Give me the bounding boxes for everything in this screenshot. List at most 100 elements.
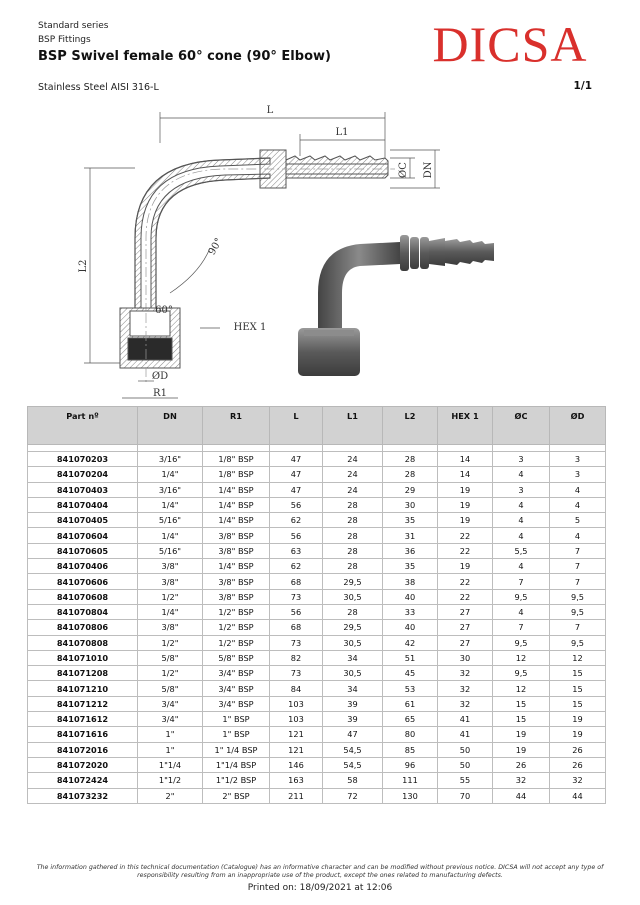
part-number-cell: 841070203	[27, 450, 138, 468]
table-cell: 22	[437, 527, 493, 544]
table-cell: 19	[437, 481, 493, 498]
table-cell: 26	[549, 741, 606, 758]
table-cell: 28	[322, 527, 383, 544]
part-number-cell: 841073232	[27, 787, 138, 804]
table-cell: 19	[437, 512, 493, 529]
dim-C: ØC	[398, 162, 409, 178]
table-cell: 2" BSP	[202, 787, 270, 804]
part-number-cell: 841070404	[27, 496, 138, 514]
table-cell: 68	[269, 573, 323, 590]
table-cell: 4	[492, 512, 550, 529]
table-cell: 1/2" BSP	[202, 634, 270, 651]
table-cell: 1"1/2	[137, 772, 203, 789]
table-cell: 32	[437, 665, 493, 682]
table-cell: 5/16"	[137, 542, 203, 560]
table-cell: 12	[549, 649, 606, 667]
table-cell: 3/8" BSP	[202, 573, 270, 590]
part-number-cell: 841072016	[27, 741, 138, 758]
table-cell: 3/16"	[137, 481, 203, 498]
part-number-cell: 841072020	[27, 756, 138, 774]
table-cell: 26	[492, 756, 550, 774]
table-cell: 1"1/4	[137, 756, 203, 774]
table-cell: 1/2"	[137, 588, 203, 605]
table-cell: 3/4" BSP	[202, 695, 270, 713]
table-cell: 56	[269, 527, 323, 544]
table-cell: 22	[437, 542, 493, 560]
table-cell: 7	[549, 558, 606, 575]
table-cell: 42	[382, 634, 438, 651]
table-cell: 1/4" BSP	[202, 496, 270, 514]
table-cell: 7	[492, 573, 550, 590]
table-cell: 55	[437, 772, 493, 789]
table-cell: 29,5	[322, 573, 383, 590]
table-cell: 103	[269, 711, 323, 728]
part-number-cell: 841071210	[27, 680, 138, 697]
dim-R1: R1	[153, 388, 167, 399]
table-cell: 22	[437, 573, 493, 590]
table-cell: 3	[492, 450, 550, 468]
table-cell: 4	[492, 558, 550, 575]
table-cell: 1" BSP	[202, 726, 270, 743]
table-cell: 28	[322, 512, 383, 529]
table-cell: 1" 1/4 BSP	[202, 741, 270, 758]
printed-date: Printed on: 18/09/2021 at 12:06	[247, 883, 393, 893]
table-cell: 103	[269, 695, 323, 713]
table-cell: 35	[382, 512, 438, 529]
table-cell: 1/2" BSP	[202, 619, 270, 636]
table-cell: 47	[322, 726, 383, 743]
table-cell: 111	[382, 772, 438, 789]
table-cell: 4	[549, 527, 606, 544]
table-cell: 15	[492, 695, 550, 713]
table-cell: 14	[437, 466, 493, 483]
table-cell: 32	[437, 680, 493, 697]
table-cell: 9,5	[549, 588, 606, 605]
table-cell: 68	[269, 619, 323, 636]
table-cell: 4	[549, 496, 606, 514]
table-cell: 29	[382, 481, 438, 498]
part-number-cell: 841070604	[27, 527, 138, 544]
table-cell: 3/4" BSP	[202, 665, 270, 682]
table-cell: 27	[437, 603, 493, 621]
table-cell: 1/4"	[137, 527, 203, 544]
table-cell: 3/8" BSP	[202, 527, 270, 544]
table-cell: 5,5	[492, 542, 550, 560]
table-cell: 1/2" BSP	[202, 603, 270, 621]
table-cell: 3/8" BSP	[202, 588, 270, 605]
dicsa-logo: DICSA	[432, 17, 586, 67]
table-cell: 41	[437, 711, 493, 728]
table-cell: 9,5	[492, 588, 550, 605]
part-number-cell: 841071010	[27, 649, 138, 667]
table-cell: 30	[382, 496, 438, 514]
table-cell: 9,5	[549, 634, 606, 651]
part-number-cell: 841070608	[27, 588, 138, 605]
column-header: DN	[137, 406, 203, 445]
column-header: L2	[382, 406, 438, 445]
table-cell: 30	[437, 649, 493, 667]
table-cell: 82	[269, 649, 323, 667]
table-cell: 56	[269, 496, 323, 514]
table-cell: 72	[322, 787, 383, 804]
table-cell: 9,5	[549, 603, 606, 621]
table-cell: 62	[269, 512, 323, 529]
document-title: BSP Swivel female 60° cone (90° Elbow)	[38, 49, 331, 64]
part-number-cell: 841070204	[27, 466, 138, 483]
table-cell: 47	[269, 481, 323, 498]
table-cell: 4	[492, 527, 550, 544]
table-cell: 30,5	[322, 665, 383, 682]
table-cell: 1/4"	[137, 496, 203, 514]
table-cell: 58	[322, 772, 383, 789]
table-cell: 19	[437, 496, 493, 514]
table-cell: 28	[382, 466, 438, 483]
table-cell: 3/4"	[137, 711, 203, 728]
table-cell: 15	[549, 665, 606, 682]
part-number-cell: 841070406	[27, 558, 138, 575]
